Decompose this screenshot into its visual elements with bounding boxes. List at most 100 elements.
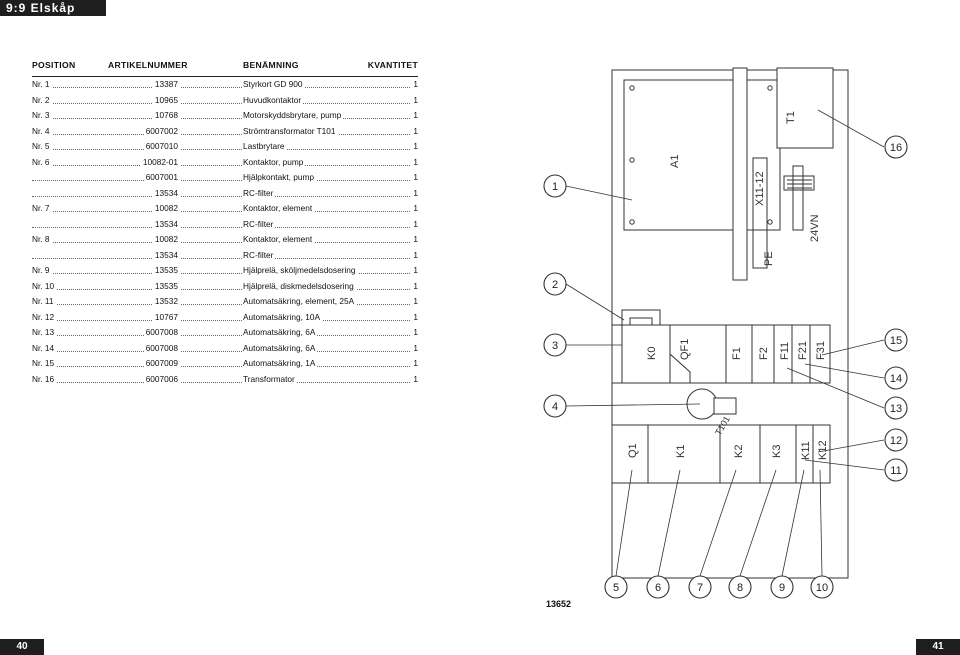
callout-14: 14 — [890, 373, 902, 385]
drawing-number: 13652 — [546, 599, 572, 609]
mount-hole — [767, 85, 773, 91]
cell-article: 13535 — [152, 263, 180, 279]
callout-circle — [884, 396, 908, 420]
cell-article: 6007008 — [143, 340, 180, 356]
cell-name: Automatsäkring, 6A — [243, 325, 318, 341]
cell-article: 13534 — [152, 247, 180, 263]
leader-line — [821, 339, 885, 356]
cell-article: 10082 — [152, 232, 180, 248]
table-row: Nr. 8 10082 Kontaktor, element 1 — [32, 232, 418, 248]
dot-leader — [32, 257, 418, 259]
callout-circle — [770, 575, 794, 599]
transformer-box — [776, 67, 834, 149]
cell-position: Nr. 8 — [32, 232, 52, 248]
cell-qty: 1 — [411, 340, 418, 356]
cell-position: Nr. 6 — [32, 154, 52, 170]
label-q1: Q1 — [627, 443, 639, 458]
cell-qty: 1 — [411, 139, 418, 155]
dot-leader — [32, 335, 418, 336]
callout-circle — [646, 575, 670, 599]
cell-name: Hjälprelä, sköljmedelsdosering — [243, 263, 358, 279]
callout-12: 12 — [890, 435, 902, 447]
cell-qty: 1 — [411, 232, 418, 248]
callout-circle — [884, 366, 908, 390]
callout-10: 10 — [816, 582, 828, 594]
cell-qty: 1 — [411, 294, 418, 310]
callout-circle — [884, 328, 908, 352]
cell-position: Nr. 16 — [32, 371, 57, 387]
cell-qty: 1 — [411, 278, 418, 294]
din-rail-row-1 — [611, 324, 831, 384]
callout-9: 9 — [779, 582, 785, 594]
cell-qty: 1 — [411, 77, 418, 93]
cell-name: Huvudkontaktor — [243, 92, 304, 108]
dot-leader — [32, 288, 418, 290]
mount-hole — [629, 157, 635, 163]
dot-leader — [32, 180, 418, 181]
section-header: 9:9 Elskåp — [0, 0, 106, 16]
cell-position: Nr. 14 — [32, 340, 57, 356]
dot-leader — [32, 118, 418, 119]
ct-terminal — [713, 397, 737, 415]
dot-leader — [32, 304, 418, 305]
control-board — [623, 79, 781, 231]
label-k0: K0 — [646, 347, 658, 360]
cell-position: Nr. 10 — [32, 278, 57, 294]
dot-leader — [32, 87, 418, 88]
callout-circle — [688, 575, 712, 599]
cell-position: Nr. 2 — [32, 92, 52, 108]
cell-article: 6007009 — [143, 356, 180, 372]
leader-line — [739, 469, 777, 577]
cell-name: Kontaktor, element — [243, 232, 315, 248]
cell-position: Nr. 12 — [32, 309, 57, 325]
cell-article: 13387 — [152, 77, 180, 93]
table-header: POSITION ARTIKELNUMMER BENÄMNING KVANTIT… — [32, 56, 418, 77]
cell-name: Motorskyddsbrytare, pump — [243, 108, 344, 124]
label-f2: F2 — [758, 347, 770, 360]
terminal-strip — [752, 157, 768, 269]
cell-qty: 1 — [411, 356, 418, 372]
cell-position: Nr. 7 — [32, 201, 52, 217]
callout-circle — [728, 575, 752, 599]
label-x: X11-12 — [754, 171, 766, 206]
cell-article: 10767 — [152, 309, 180, 325]
cell-name: RC-filter — [243, 185, 276, 201]
wire — [669, 325, 691, 383]
leader-line — [565, 283, 625, 321]
cell-article: 6007008 — [143, 325, 180, 341]
leader-line — [786, 367, 885, 409]
leader-line — [804, 363, 885, 379]
leader-line — [699, 469, 737, 577]
cell-article: 13535 — [152, 278, 180, 294]
cell-qty: 1 — [411, 371, 418, 387]
dot-leader — [32, 149, 418, 150]
cell-position: Nr. 1 — [32, 77, 52, 93]
cell-qty: 1 — [411, 92, 418, 108]
cell-position: Nr. 11 — [32, 294, 56, 310]
cell-article: 13534 — [152, 185, 180, 201]
dot-leader — [32, 381, 418, 383]
terminal-block — [783, 175, 815, 191]
dot-leader — [32, 242, 418, 243]
cell-name: RC-filter — [243, 247, 276, 263]
dot-leader — [32, 366, 418, 367]
label-k1: K1 — [675, 445, 687, 458]
cell-qty: 1 — [411, 216, 418, 232]
mount-hole — [767, 219, 773, 225]
label-vn: 24VN — [809, 214, 821, 242]
callout-6: 6 — [655, 582, 661, 594]
cell-article: 6007001 — [143, 170, 180, 186]
callout-15: 15 — [890, 335, 902, 347]
leader-line — [565, 185, 633, 201]
cell-name: Automatsäkring, element, 25A — [243, 294, 357, 310]
